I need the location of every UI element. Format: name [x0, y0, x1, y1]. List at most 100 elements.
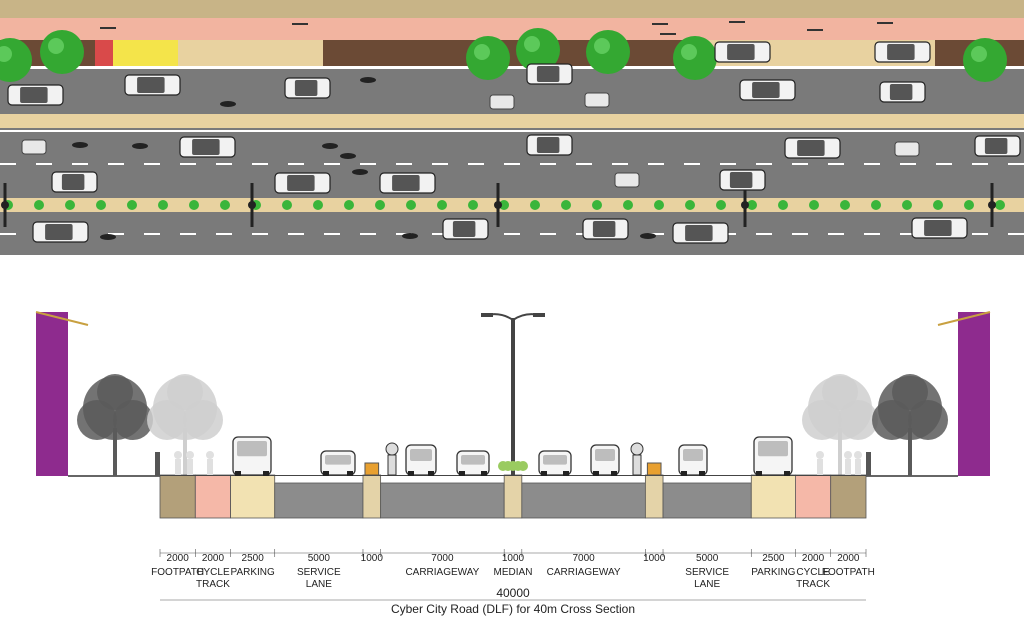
- plan-tree-highlight: [594, 38, 610, 54]
- street-light-pole: [511, 318, 515, 476]
- plan-car-roof: [20, 87, 48, 103]
- dimension-cycle-track-left: 2000: [202, 553, 225, 564]
- section-parking-right: [750, 474, 796, 519]
- lane-marking: [828, 233, 844, 235]
- lane-marking: [720, 163, 736, 165]
- lane-marking: [1008, 163, 1024, 165]
- lane-marking: [900, 233, 916, 235]
- plan-top-strip: [0, 0, 1024, 18]
- lane-marking: [36, 163, 52, 165]
- plan-car-roof: [924, 220, 952, 236]
- lane-marking: [72, 163, 88, 165]
- plan-auto-rickshaw: [894, 141, 920, 157]
- median-shrub: [995, 200, 1005, 210]
- plan-tree-highlight: [48, 38, 64, 54]
- label-parking-left: PARKING: [231, 567, 275, 578]
- section-parking-left: [230, 474, 276, 519]
- plan-car-roof: [294, 80, 318, 96]
- plan-car-roof: [45, 224, 73, 240]
- lane-marking: [1008, 233, 1024, 235]
- label-carriageway-right: CARRIAGEWAY: [547, 567, 621, 578]
- section-tree-right-canopy: [892, 374, 928, 410]
- section-bus-right-window: [758, 441, 788, 457]
- plan-median: [0, 198, 1024, 212]
- section-tree-left-canopy: [113, 400, 153, 440]
- lane-marking: [0, 233, 16, 235]
- plan-tree-highlight: [524, 36, 540, 52]
- dimension-service-lane-left: 5000: [308, 553, 331, 564]
- lane-marking: [504, 233, 520, 235]
- lane-marking: [396, 163, 412, 165]
- plan-accessible-parking: [95, 40, 113, 66]
- lane-marking: [648, 163, 664, 165]
- section-van-wheel: [408, 471, 414, 476]
- section-bus-right-wheel: [756, 471, 762, 476]
- plan-tree: [673, 36, 717, 80]
- median-shrub: [313, 200, 323, 210]
- plan-auto-rickshaw: [614, 172, 640, 188]
- median-shrub: [189, 200, 199, 210]
- plan-car-roof: [685, 225, 713, 241]
- median-shrub: [933, 200, 943, 210]
- section-tree-right-faded-canopy: [822, 374, 858, 410]
- plan-car-roof: [536, 137, 560, 153]
- plan-two-wheeler: [352, 169, 368, 175]
- plan-parking-yellow: [113, 40, 178, 66]
- street-light-lamp-right: [533, 313, 545, 317]
- plan-tree: [40, 30, 84, 74]
- plan-auto-rickshaw: [21, 139, 47, 155]
- dimension-separator-left: 1000: [361, 553, 384, 564]
- plan-car-roof: [727, 44, 755, 60]
- section-bollard: [646, 462, 662, 476]
- dimension-footpath-right: 2000: [837, 553, 860, 564]
- lane-marking: [792, 163, 808, 165]
- section-car-window: [461, 455, 485, 465]
- lane-marking: [540, 163, 556, 165]
- section-pedestrian: [206, 451, 214, 459]
- section-tree-right-faded-canopy: [838, 400, 878, 440]
- plan-light-base: [1, 201, 9, 209]
- section-motorcycle: [632, 454, 642, 476]
- section-bollard: [364, 462, 380, 476]
- lane-marking: [288, 233, 304, 235]
- plan-separator: [0, 114, 1024, 128]
- dimension-separator-right: 1000: [643, 553, 666, 564]
- section-pedestrian: [187, 459, 193, 475]
- lane-marking: [792, 233, 808, 235]
- lane-marking: [540, 233, 556, 235]
- lane-marking: [576, 163, 592, 165]
- plan-light-base: [248, 201, 256, 209]
- dimension-carriageway-left: 7000: [431, 553, 454, 564]
- section-carriageway-right: [521, 482, 646, 519]
- dimension-parking-left: 2500: [242, 553, 265, 564]
- plan-two-wheeler: [100, 234, 116, 240]
- section-car-wheel: [459, 471, 465, 476]
- lane-marking: [756, 233, 772, 235]
- section-car-window: [543, 455, 567, 465]
- dimension-median: 1000: [502, 553, 525, 564]
- plan-car-roof: [192, 139, 220, 155]
- lane-marking: [432, 233, 448, 235]
- curb-wall-right: [866, 452, 871, 476]
- plan-car-roof: [887, 44, 915, 60]
- lane-marking: [180, 163, 196, 165]
- plan-tree: [963, 38, 1007, 82]
- section-tree-left-faded-trunk: [183, 428, 187, 476]
- section-tree-right-canopy: [908, 400, 948, 440]
- plan-two-wheeler: [340, 153, 356, 159]
- lane-marking: [360, 233, 376, 235]
- section-footpath-right: [830, 474, 867, 519]
- section-bus-right-wheel: [784, 471, 790, 476]
- plan-curb-line: [0, 66, 1024, 69]
- plan-tree-highlight: [971, 46, 987, 62]
- plan-car-roof: [61, 174, 85, 190]
- lane-marking: [288, 163, 304, 165]
- median-shrub: [809, 200, 819, 210]
- section-separator-left: [362, 474, 382, 519]
- lane-marking: [972, 233, 988, 235]
- lane-marking: [648, 233, 664, 235]
- building-left-roof: [35, 311, 89, 326]
- dimension-parking-right: 2500: [762, 553, 785, 564]
- plan-tree: [586, 30, 630, 74]
- lane-marking: [936, 163, 952, 165]
